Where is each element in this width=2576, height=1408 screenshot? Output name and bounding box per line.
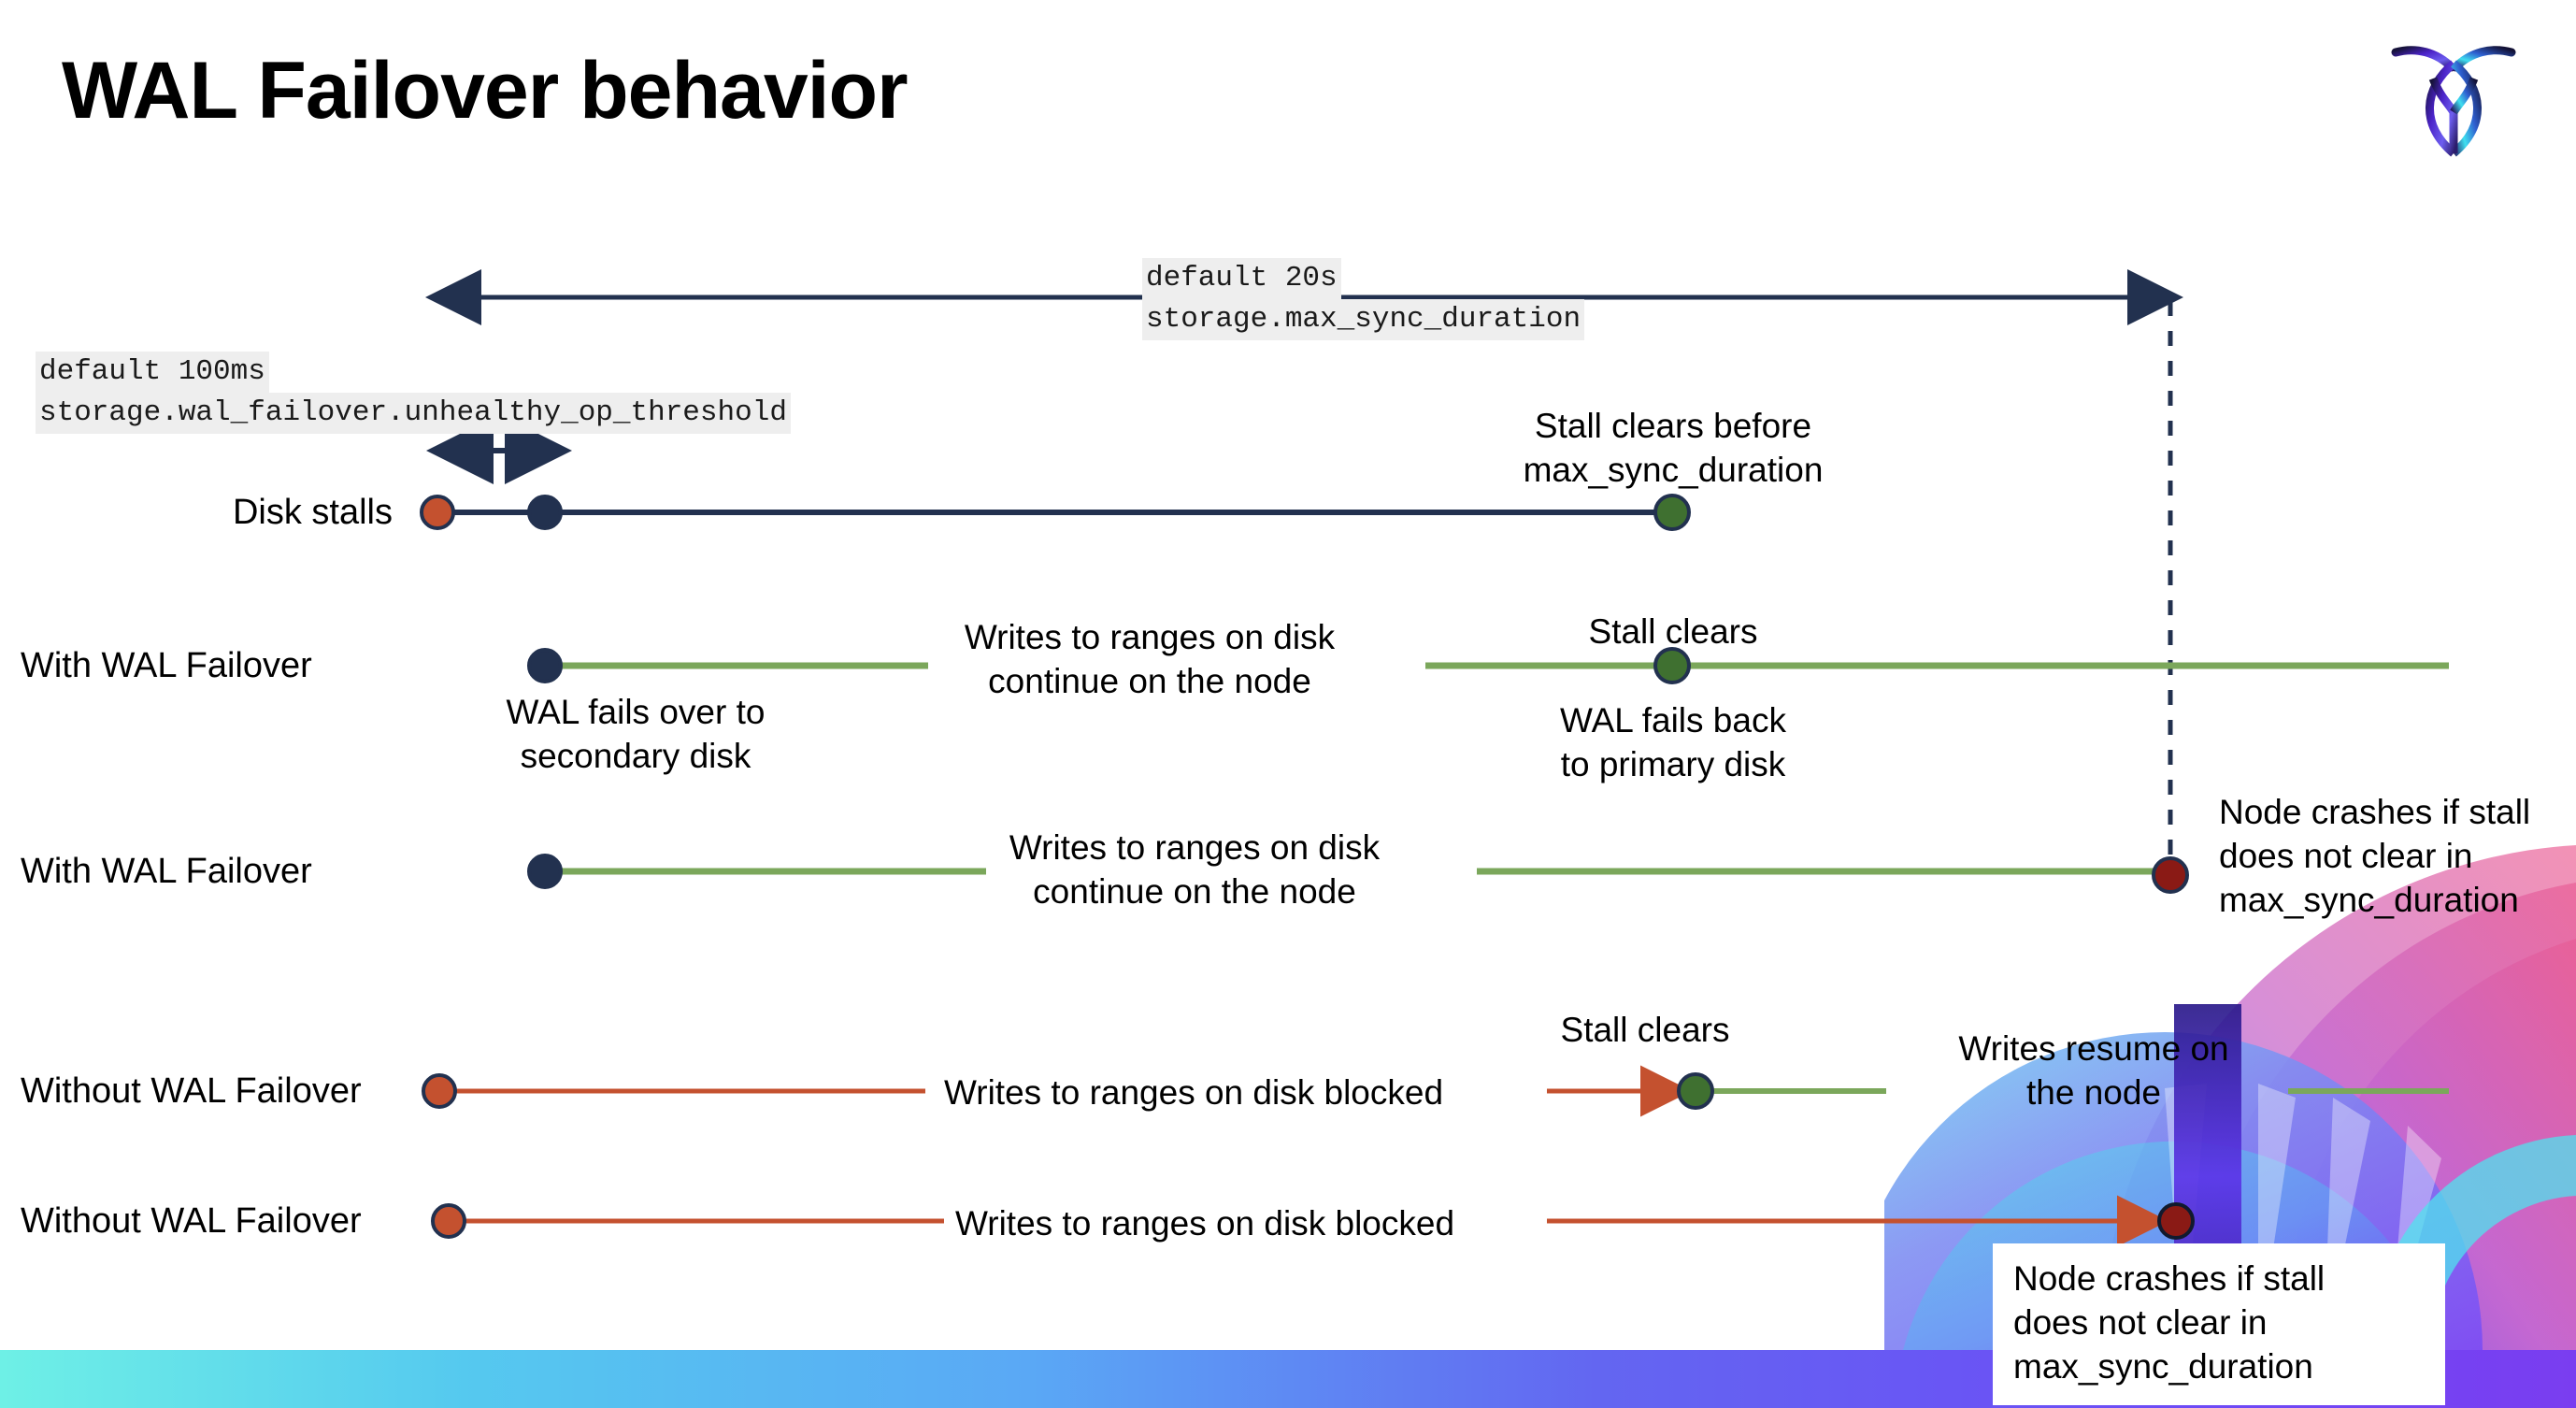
max-sync-default-label: default 20s: [1142, 258, 1341, 299]
annotation-node-crashes-2: Node crashes if stall does not clear in …: [1993, 1243, 2445, 1405]
annotation-stall-clears-2: Stall clears: [1588, 612, 1758, 651]
cockroachdb-logo-icon: [2379, 26, 2528, 166]
dot-failover-trigger: [527, 495, 563, 530]
unhealthy-op-default-label: default 100ms: [36, 352, 269, 393]
annotation-stall-clears-before-max: Stall clears before max_sync_duration: [1523, 407, 1824, 489]
row-without-wal-failover-2-track: [431, 1195, 2195, 1247]
unhealthy-op-setting-text: storage.wal_failover.unhealthy_op_thresh…: [36, 393, 791, 434]
annotation-writes-blocked-1: Writes to ranges on disk blocked: [944, 1073, 1444, 1112]
annotation-stall-clears-4: Stall clears: [1560, 1011, 1730, 1049]
annotation-writes-resume: Writes resume on the node: [1958, 1029, 2229, 1112]
row-disk-stalls-track: [420, 494, 1691, 531]
row-without-wal-failover-1-track: [422, 1065, 2449, 1117]
max-sync-setting-text: storage.max_sync_duration: [1142, 299, 1585, 340]
row-label-without-wal-failover-1: Without WAL Failover: [21, 1071, 362, 1111]
dot-wal-fails-over-2: [527, 854, 563, 889]
dot-node-crash-2: [2157, 1202, 2195, 1240]
unhealthy-op-default-text: default 100ms: [36, 352, 269, 393]
row-with-wal-failover-1-track: [527, 647, 2449, 684]
row-label-disk-stalls: Disk stalls: [232, 493, 393, 532]
annotation-node-crashes-1: Node crashes if stall does not clear in …: [2219, 793, 2531, 919]
max-sync-setting-label: storage.max_sync_duration: [1142, 299, 1585, 340]
row-label-with-wal-failover-1: With WAL Failover: [21, 646, 312, 685]
dot-wal-fails-over: [527, 648, 563, 683]
dot-stall-start-row5: [431, 1203, 466, 1239]
annotation-writes-continue-2: Writes to ranges on disk continue on the…: [1009, 828, 1381, 911]
max-sync-default-text: default 20s: [1142, 258, 1341, 299]
annotation-wal-fails-back: WAL fails back to primary disk: [1560, 701, 1786, 783]
dot-stall-start: [420, 495, 455, 530]
dot-node-crash-1: [2152, 856, 2189, 894]
dot-stall-start-row4: [422, 1073, 457, 1109]
annotation-wal-fails-over: WAL fails over to secondary disk: [506, 693, 766, 775]
dot-stall-clears: [1653, 494, 1691, 531]
page-title: WAL Failover behavior: [62, 46, 909, 136]
dot-stall-clears-row4: [1677, 1072, 1714, 1110]
dot-stall-clears-row2: [1653, 647, 1691, 684]
row-with-wal-failover-2-track: [527, 854, 2189, 894]
annotation-writes-blocked-2: Writes to ranges on disk blocked: [955, 1204, 1455, 1243]
unhealthy-op-setting-label: storage.wal_failover.unhealthy_op_thresh…: [36, 393, 791, 434]
row-label-without-wal-failover-2: Without WAL Failover: [21, 1201, 362, 1241]
annotation-writes-continue-1: Writes to ranges on disk continue on the…: [964, 618, 1336, 700]
row-label-with-wal-failover-2: With WAL Failover: [21, 852, 312, 891]
